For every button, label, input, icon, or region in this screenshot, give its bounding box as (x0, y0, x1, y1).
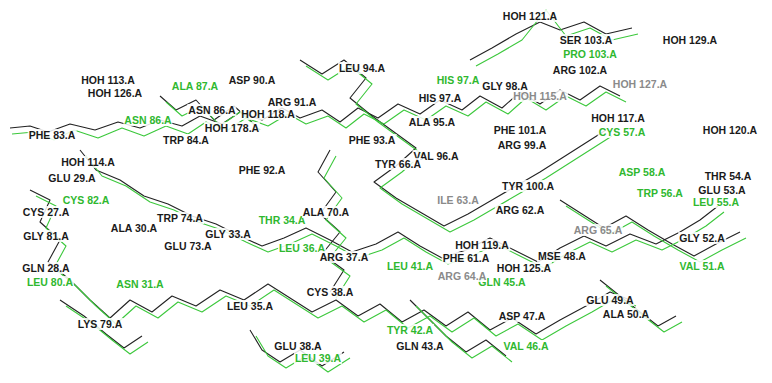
bond-stick (60, 300, 142, 348)
residue-label: PHE 92.A (238, 164, 287, 176)
residue-label: PHE 61.A (442, 252, 491, 264)
residue-label: GLY 33.A (204, 228, 252, 240)
residue-label: TYR 66.A (374, 158, 422, 170)
bond-stick (566, 206, 746, 262)
residue-label: ARG 64.A (437, 270, 487, 282)
residue-label: LYS 79.A (77, 318, 124, 330)
bond-stick (300, 60, 606, 226)
residue-label: CYS 27.A (22, 206, 71, 218)
residue-label: LEU 94.A (338, 62, 386, 74)
residue-label: ALA 95.A (408, 116, 456, 128)
residue-label: HOH 129.A (662, 34, 718, 46)
residue-label: ASN 86.A (187, 104, 236, 116)
residue-label: GLU 73.A (163, 240, 212, 252)
residue-label: LEU 80.A (26, 276, 74, 288)
residue-label: CYS 82.A (62, 194, 111, 206)
residue-label: THR 34.A (258, 214, 307, 226)
residue-label: ASP 58.A (618, 166, 667, 178)
residue-label: VAL 46.A (502, 340, 549, 352)
bond-stick (560, 200, 740, 256)
bond-stick (324, 156, 350, 298)
residue-label: SER 103.A (559, 34, 614, 46)
bond-stick (86, 156, 724, 268)
residue-label: VAL 51.A (678, 260, 725, 272)
residue-label: TRP 84.A (162, 134, 210, 146)
residue-label: HOH 113.A (80, 74, 136, 86)
residue-label: GLU 29.A (47, 172, 96, 184)
bond-stick (256, 336, 350, 372)
residue-label: LEU 55.A (692, 196, 740, 208)
residue-label: HIS 97.A (436, 74, 481, 86)
residue-label: CYS 57.A (598, 126, 647, 138)
residue-label: GLU 53.A (697, 184, 746, 196)
residue-label: MSE 48.A (537, 250, 587, 262)
bond-stick (80, 150, 718, 262)
residue-label: HIS 97.A (418, 92, 463, 104)
residue-label: ALA 50.A (602, 308, 650, 320)
residue-label: GLN 28.A (21, 262, 70, 274)
residue-label: HOH 125.A (496, 262, 552, 274)
residue-label: ASN 86.A (123, 114, 172, 126)
residue-label: ALA 30.A (110, 222, 158, 234)
residue-label: HOH 120.A (702, 124, 758, 136)
residue-label: HOH 118.A (240, 108, 296, 120)
residue-label: ARG 99.A (497, 139, 547, 151)
residue-label: ARG 65.A (573, 224, 623, 236)
residue-label: GLU 49.A (585, 294, 634, 306)
bond-stick (36, 196, 636, 340)
residue-label: HOH 127.A (612, 78, 668, 90)
residue-label: TRP 56.A (636, 187, 684, 199)
residue-label: PHE 83.A (28, 129, 77, 141)
residue-label: TYR 42.A (386, 324, 434, 336)
residue-label: HOH 178.A (204, 122, 260, 134)
residue-label: PHE 93.A (348, 134, 397, 146)
residue-label: ASN 31.A (115, 278, 164, 290)
residue-label: PRO 103.A (562, 48, 618, 60)
residue-label: ILE 63.A (436, 194, 479, 206)
bond-stick (66, 306, 148, 354)
residue-label: HOH 119.A (454, 239, 510, 251)
residue-label: LEU 35.A (226, 300, 274, 312)
reference-chain (10, 22, 740, 366)
residue-label: LEU 39.A (294, 352, 342, 364)
residue-label: ARG 102.A (552, 64, 608, 76)
residue-label: HOH 114.A (60, 156, 116, 168)
residue-label: ARG 37.A (319, 251, 369, 263)
residue-label: THR 54.A (704, 170, 753, 182)
residue-label: GLN 43.A (395, 340, 444, 352)
bond-stick (318, 150, 344, 292)
residue-label: HOH 121.A (502, 10, 558, 22)
residue-label: ARG 91.A (267, 96, 317, 108)
bond-stick (476, 10, 638, 66)
residue-label: TYR 100.A (501, 180, 555, 192)
residue-label: LEU 41.A (386, 260, 434, 272)
residue-label: HOH 117.A (590, 112, 646, 124)
bond-stick (250, 330, 344, 366)
model-chain (12, 10, 746, 372)
residue-label: GLY 81.A (22, 230, 70, 242)
bond-stick (306, 66, 612, 232)
residue-label: GLU 38.A (273, 340, 322, 352)
residue-label: ASP 90.A (228, 74, 277, 86)
residue-label: ASP 47.A (498, 310, 547, 322)
bond-stick (470, 22, 632, 60)
residue-label: CYS 38.A (306, 286, 355, 298)
residue-label: ALA 70.A (302, 206, 350, 218)
residue-label: PHE 101.A (493, 124, 548, 136)
residue-label: ALA 87.A (171, 80, 219, 92)
residue-label: TRP 74.A (156, 212, 204, 224)
residue-label: ARG 62.A (495, 204, 545, 216)
residue-label: GLY 98.A (481, 80, 529, 92)
residue-label: HOH 126.A (87, 87, 143, 99)
residue-label: GLY 52.A (678, 232, 726, 244)
